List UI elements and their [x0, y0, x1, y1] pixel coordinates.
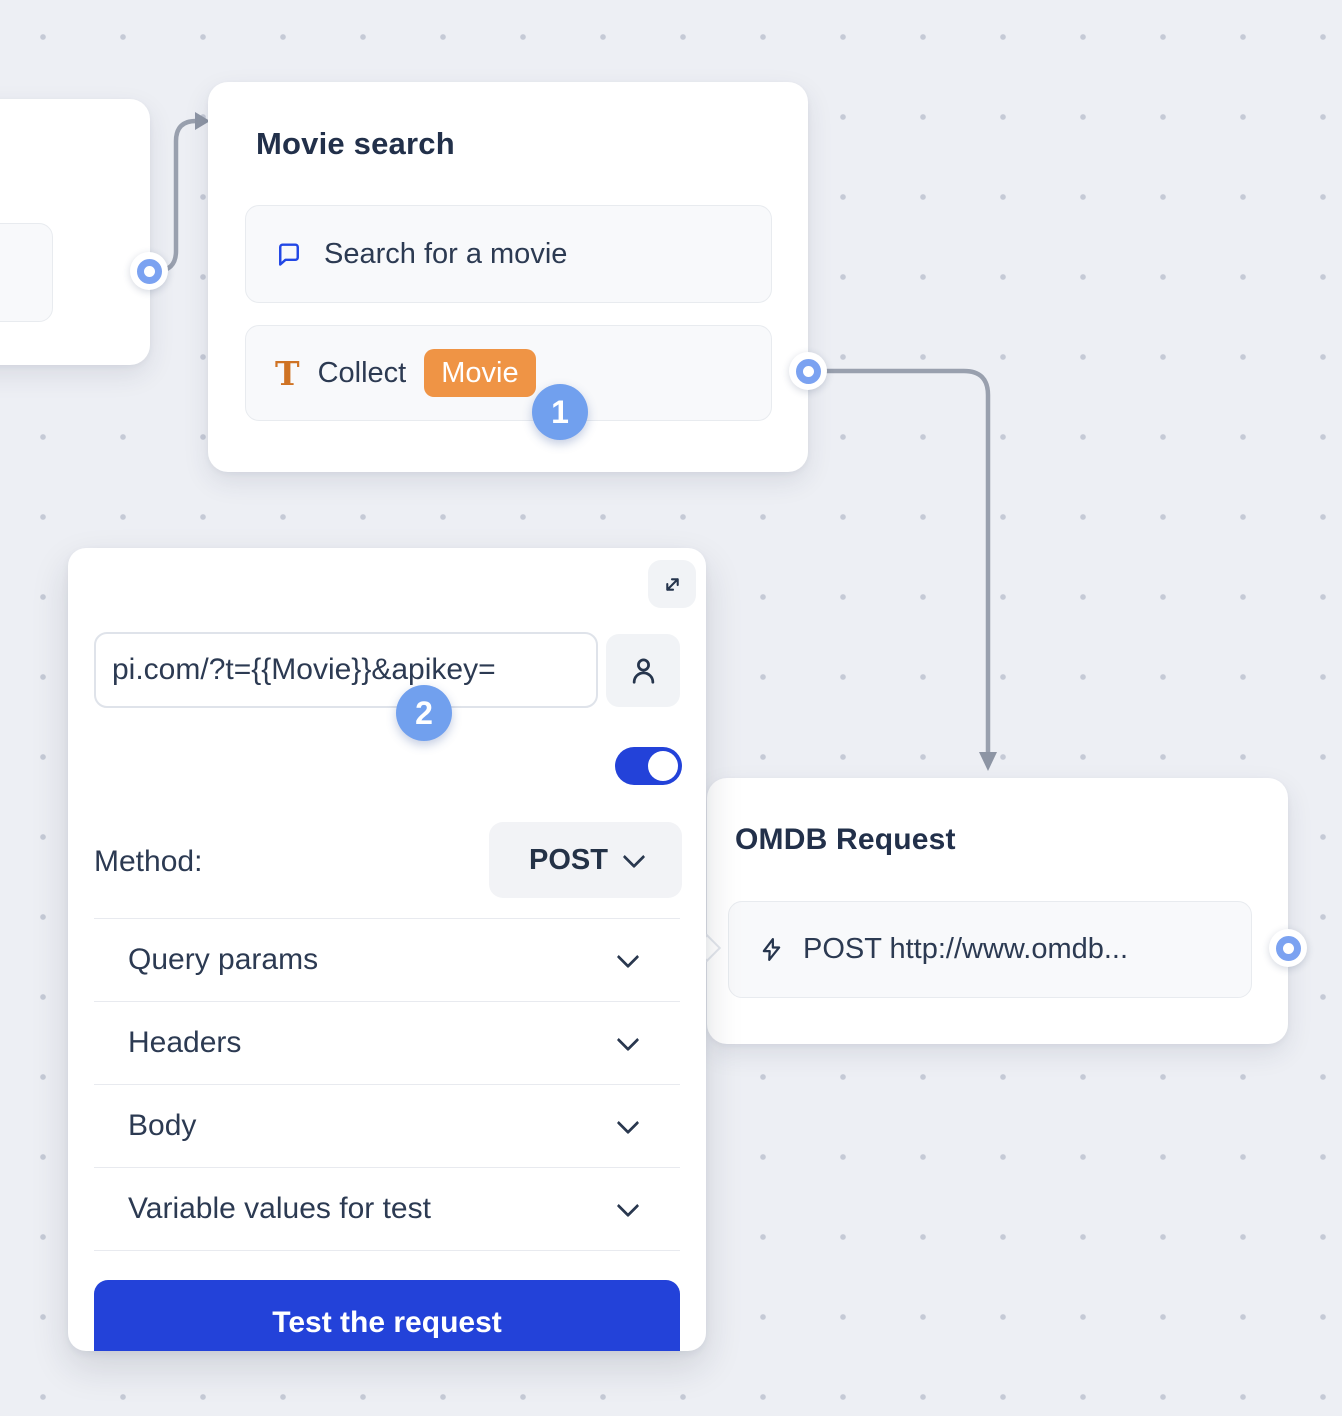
step-badge-1: 1 [532, 384, 588, 440]
collect-block[interactable]: T Collect Movie [245, 325, 772, 421]
block-label: POST http://www.omdb... [803, 933, 1129, 965]
expand-button[interactable] [648, 560, 696, 608]
method-value: POST [529, 843, 608, 876]
block-label: Search for a movie [324, 237, 568, 270]
lightning-icon [762, 938, 781, 961]
chevron-down-icon [616, 1111, 640, 1134]
section-headers[interactable]: Headers [94, 1002, 680, 1085]
url-value: pi.com/?t={{Movie}}&apikey= [112, 653, 496, 686]
node-title: OMDB Request [735, 823, 956, 856]
section-label: Body [128, 1109, 197, 1142]
method-label: Method: [94, 845, 203, 878]
node-card-movie-search[interactable]: Movie search Search for a movie T Collec… [208, 82, 808, 472]
url-input[interactable]: pi.com/?t={{Movie}}&apikey= [94, 632, 598, 708]
node-card-partial[interactable] [0, 99, 150, 365]
variable-chip[interactable]: Movie [424, 348, 536, 398]
section-label: Variable values for test [128, 1192, 431, 1225]
output-port[interactable] [130, 252, 168, 290]
chevron-down-icon [622, 845, 646, 868]
person-button[interactable] [606, 634, 680, 707]
question-block[interactable]: Search for a movie [245, 205, 772, 303]
expand-icon [665, 577, 679, 591]
node-block[interactable] [0, 223, 53, 322]
advanced-configuration-toggle[interactable] [615, 747, 682, 785]
method-select[interactable]: POST [489, 822, 682, 898]
connector-line [147, 118, 200, 274]
section-label: Query params [128, 943, 319, 976]
person-icon [632, 658, 654, 684]
connector-line [824, 368, 991, 757]
text-icon: T [275, 353, 300, 393]
webhook-block[interactable]: POST http://www.omdb... [728, 901, 1252, 998]
section-label: Headers [128, 1026, 242, 1059]
test-request-button[interactable]: Test the request [94, 1280, 680, 1351]
chevron-down-icon [616, 945, 640, 968]
config-sections: Query params Headers Body Variable value… [94, 918, 680, 1251]
output-port[interactable] [789, 352, 827, 390]
section-query-params[interactable]: Query params [94, 919, 680, 1002]
arrowhead-right-icon [195, 112, 210, 130]
step-badge-2: 2 [396, 685, 452, 741]
node-card-omdb-request[interactable]: OMDB Request POST http://www.omdb... [707, 778, 1288, 1044]
node-title: Movie search [256, 126, 455, 161]
chevron-down-icon [616, 1028, 640, 1051]
output-port[interactable] [1269, 929, 1307, 967]
chat-bubble-icon [279, 243, 299, 266]
section-body[interactable]: Body [94, 1085, 680, 1168]
webhook-config-panel: pi.com/?t={{Movie}}&apikey= Advanced con… [68, 548, 706, 1351]
block-label: Collect [317, 356, 407, 389]
section-variable-values[interactable]: Variable values for test [94, 1168, 680, 1251]
arrowhead-down-icon [979, 752, 997, 771]
chevron-down-icon [616, 1194, 640, 1217]
